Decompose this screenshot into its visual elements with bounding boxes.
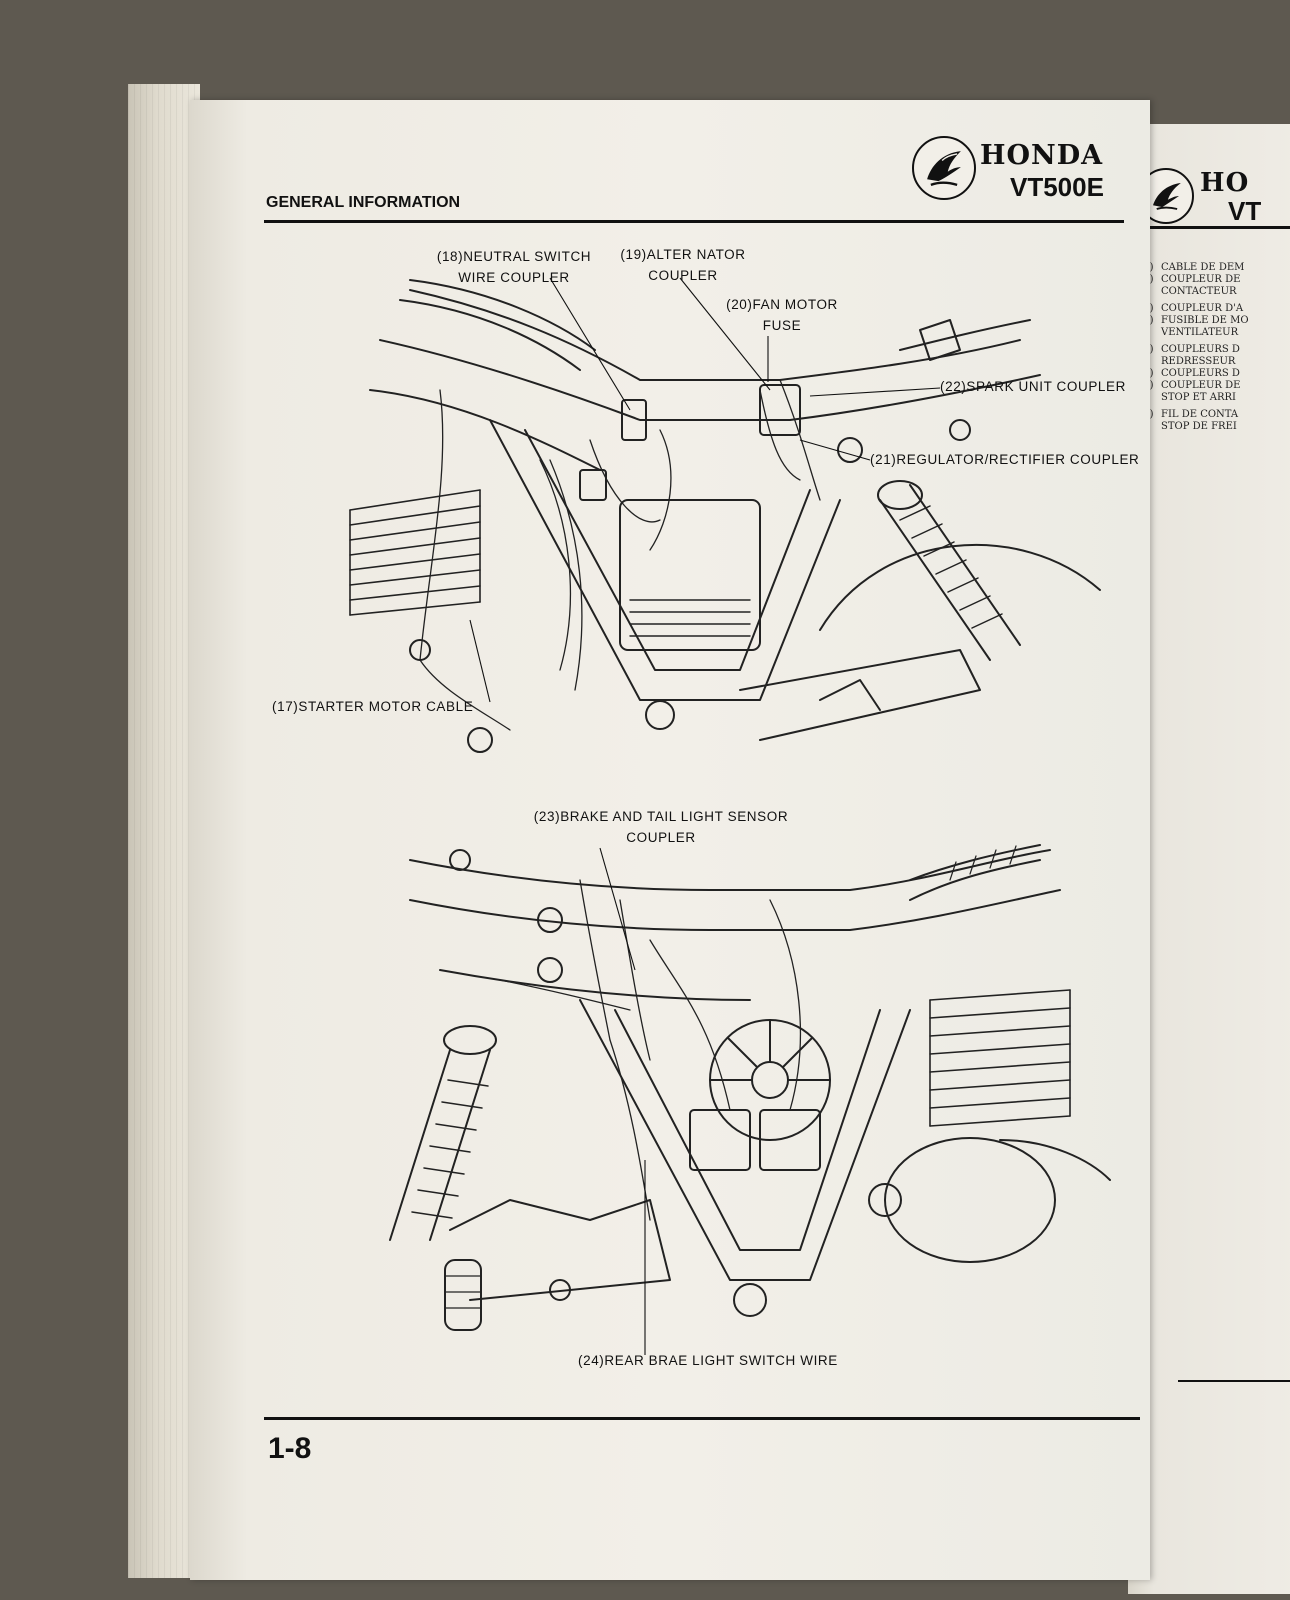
footer-rule [264, 1417, 1140, 1420]
honda-wing-logo-icon [912, 136, 976, 200]
right-footer-rule [1178, 1380, 1290, 1382]
brand-text: HONDA [980, 140, 1104, 171]
french-item: (20)FUSIBLE DE MO VENTILATEUR [1133, 315, 1249, 338]
right-brand-text: HO [1200, 168, 1250, 198]
callout-21: (21)REGULATOR/RECTIFIER COUPLER [870, 452, 1140, 467]
lower-wiring-diagram [389, 844, 1111, 1355]
header-rule [264, 220, 1124, 223]
right-page [1128, 124, 1290, 1594]
callout-20: (20)FAN MOTOR FUSE [726, 297, 838, 333]
french-item: (24)FIL DE CONTA STOP DE FREI [1133, 409, 1239, 432]
callout-23: (23)BRAKE AND TAIL LIGHT SENSOR COUPLER [533, 809, 789, 845]
page-number: 1-8 [268, 1432, 312, 1465]
callout-19: (19)ALTER NATOR COUPLER [620, 247, 746, 283]
page-stack-edge [128, 84, 200, 1578]
upper-wiring-diagram [349, 277, 1101, 753]
wing-icon-right [1153, 183, 1181, 210]
french-legend-list: (17)CABLE DE DEM (18)COUPLEUR DE CONTACT… [1133, 262, 1249, 433]
wing-icon [927, 151, 961, 187]
french-item: (22)COUPLEURS D [1133, 368, 1240, 379]
model-text: VT500E [1010, 172, 1104, 202]
french-item: (21)COUPLEURS D REDRESSEUR [1133, 344, 1240, 367]
french-item: (18)COUPLEUR DE CONTACTEUR [1133, 274, 1241, 297]
callout-18: (18)NEUTRAL SWITCH WIRE COUPLER [436, 249, 592, 285]
french-item: (23)COUPLEUR DE STOP ET ARRI [1133, 380, 1241, 403]
callout-24: (24)REAR BRAE LIGHT SWITCH WIRE [578, 1353, 838, 1368]
french-item: (19)COUPLEUR D'A [1133, 303, 1244, 314]
right-header-rule [1134, 226, 1290, 229]
section-title: GENERAL INFORMATION [266, 194, 461, 211]
callout-22: (22)SPARK UNIT COUPLER [940, 379, 1126, 394]
right-model-text: VT [1228, 196, 1262, 226]
french-item: (17)CABLE DE DEM [1133, 262, 1245, 273]
callout-17: (17)STARTER MOTOR CABLE [272, 699, 474, 714]
